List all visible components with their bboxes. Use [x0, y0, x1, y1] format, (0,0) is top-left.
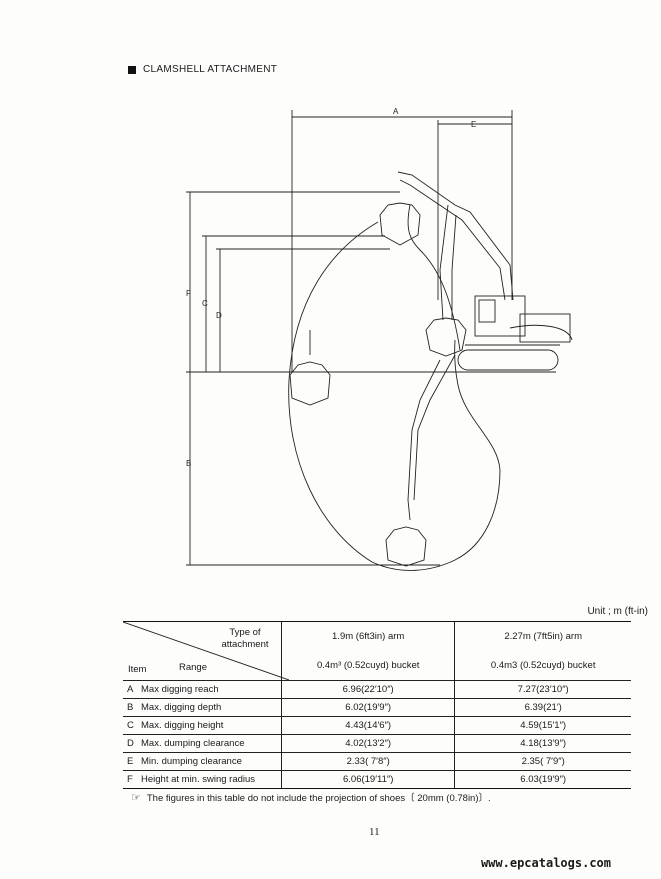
row-label: Height at min. swing radius — [141, 774, 256, 785]
spec-table: Type of attachment Item Range 1.9m (6ft3… — [123, 621, 631, 789]
row-label: Max. digging height — [141, 720, 224, 731]
row-label: Max. digging depth — [141, 702, 222, 713]
unit-label: Unit ; m (ft-in) — [587, 606, 648, 617]
header-corner-cell: Type of attachment Item Range — [123, 621, 289, 681]
dim-label-d: D — [216, 311, 222, 320]
row-label: Min. dumping clearance — [141, 756, 242, 767]
row-value-2: 4.18(13′9″) — [454, 734, 631, 753]
row-value-2: 6.39(21′) — [454, 698, 631, 717]
column-header-2: 2.27m (7ft5in) arm 0.4m3 (0.52cuyd) buck… — [454, 621, 631, 681]
section-title: CLAMSHELL ATTACHMENT — [128, 64, 277, 75]
row-value-2: 2.35( 7′9″) — [454, 752, 631, 771]
row-value-1: 6.02(19′9″) — [280, 698, 456, 717]
column-1-bucket: 0.4m³ (0.52cuyd) bucket — [316, 660, 420, 671]
row-value-1: 6.06(19′11″) — [280, 770, 456, 789]
header-range: Range — [179, 662, 207, 673]
watermark: www.epcatalogs.com — [480, 856, 611, 870]
row-letter: D — [127, 738, 134, 749]
row-letter: A — [127, 684, 134, 695]
dim-label-a: A — [393, 107, 399, 116]
row-value-1: 2.33( 7′8″) — [280, 752, 456, 771]
column-2-arm: 2.27m (7ft5in) arm — [504, 631, 582, 642]
table-row: E Min. dumping clearance 2.33( 7′8″) 2.35… — [123, 752, 631, 771]
row-letter: C — [127, 720, 134, 731]
row-label: Max. dumping clearance — [141, 738, 245, 749]
page-number: 11 — [369, 826, 380, 838]
column-2-bucket: 0.4m3 (0.52cuyd) bucket — [490, 660, 596, 671]
header-type-of-attachment: Type of attachment — [221, 627, 269, 650]
square-bullet-icon — [128, 65, 136, 74]
header-item: Item — [128, 664, 147, 675]
row-value-1: 4.43(14′6″) — [280, 716, 456, 735]
table-row: F Height at min. swing radius 6.06(19′11″… — [123, 770, 631, 789]
table-row: A Max digging reach 6.96(22′10″) 7.27(23′… — [123, 680, 631, 699]
dim-label-c: C — [202, 299, 208, 308]
section-title-text: CLAMSHELL ATTACHMENT — [143, 64, 278, 75]
working-range-envelope — [288, 204, 501, 571]
column-header-1: 1.9m (6ft3in) arm 0.4m³ (0.52cuyd) bucke… — [280, 621, 456, 681]
dim-label-e: E — [471, 120, 476, 129]
dim-label-f: F — [186, 289, 191, 298]
table-row: B Max. digging depth 6.02(19′9″) 6.39(21′… — [123, 698, 631, 717]
row-label: Max digging reach — [141, 684, 219, 695]
pointing-hand-icon: ☞ — [131, 791, 141, 804]
row-value-2: 7.27(23′10″) — [454, 680, 631, 699]
diagonal-divider — [123, 622, 289, 680]
table-note: ☞ The figures in this table do not inclu… — [131, 790, 491, 805]
row-letter: B — [127, 702, 134, 713]
row-letter: F — [127, 774, 133, 785]
column-1-arm: 1.9m (6ft3in) arm — [332, 631, 405, 642]
clamshell-working-range-diagram: A E F C D B — [186, 107, 573, 571]
table-row: C Max. digging height 4.43(14′6″) 4.59(15… — [123, 716, 631, 735]
row-letter: E — [127, 756, 134, 767]
row-value-1: 6.96(22′10″) — [280, 680, 456, 699]
row-value-1: 4.02(13′2″) — [280, 734, 456, 753]
note-text: The figures in this table do not include… — [146, 793, 491, 804]
row-value-2: 6.03(19′9″) — [454, 770, 631, 789]
dim-label-b: B — [186, 459, 191, 468]
table-row: D Max. dumping clearance 4.02(13′2″) 4.18… — [123, 734, 631, 753]
row-value-2: 4.59(15′1″) — [454, 716, 631, 735]
